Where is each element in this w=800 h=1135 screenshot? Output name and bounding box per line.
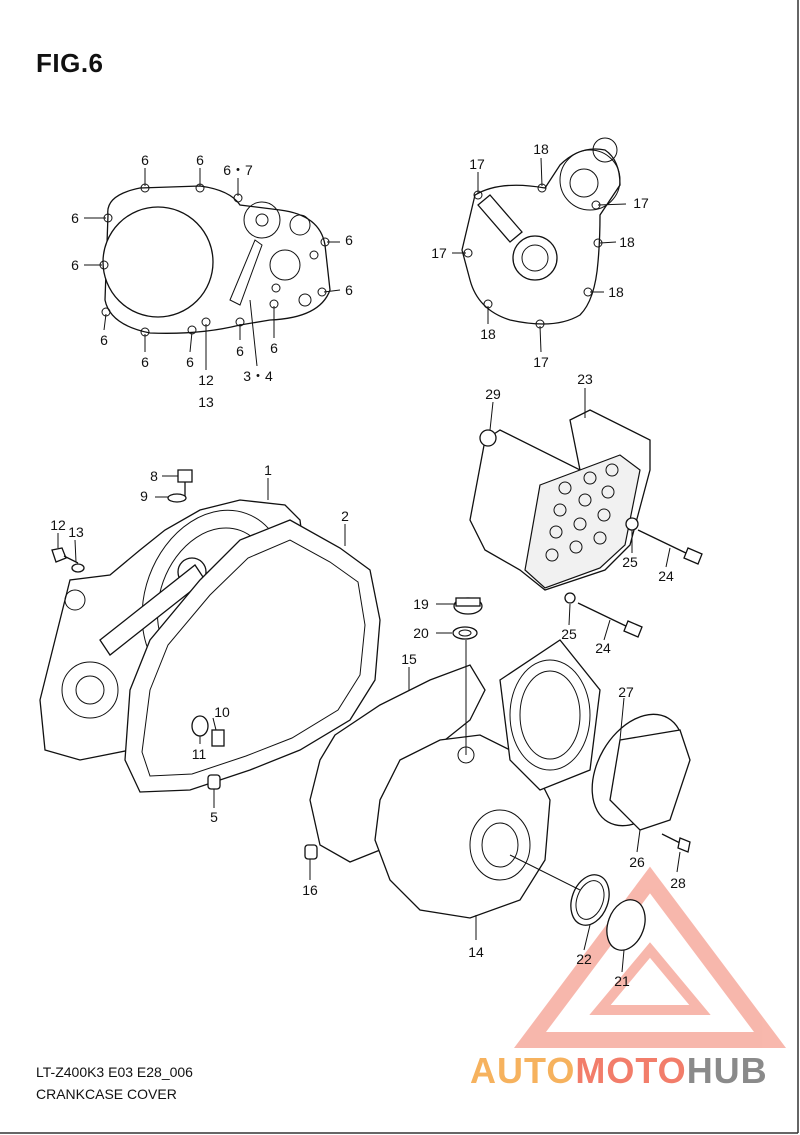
gasket-generator-cover — [461, 137, 621, 329]
callout-6: 6 — [71, 210, 79, 226]
part-group-name: CRANKCASE COVER — [36, 1086, 177, 1102]
callout-18: 18 — [608, 284, 624, 300]
callout-21: 21 — [614, 973, 630, 989]
callout-3-4: 3・4 — [243, 368, 273, 384]
callout-6: 6 — [345, 282, 353, 298]
callout-6: 6 — [345, 232, 353, 248]
watermark-logo — [514, 866, 786, 1048]
model-code: LT-Z400K3 E03 E28_006 — [36, 1064, 193, 1080]
callout-26: 26 — [629, 854, 645, 870]
callout-1: 1 — [264, 462, 272, 478]
bolt-28 — [661, 833, 691, 853]
bolt-8-washer-9 — [167, 469, 193, 503]
callout-6: 6 — [100, 332, 108, 348]
brand-watermark: AUTOMOTOHUB — [470, 1050, 768, 1092]
cover-23 — [469, 409, 651, 604]
callout-18: 18 — [619, 234, 635, 250]
callout-14: 14 — [468, 944, 484, 960]
callout-23: 23 — [577, 371, 593, 387]
leader-lines-top-left — [84, 168, 341, 370]
brand-part-moto: MOTO — [575, 1050, 687, 1091]
generator-cover-14 — [374, 639, 601, 919]
callout-12: 12 — [50, 517, 66, 533]
callout-10: 10 — [214, 704, 230, 720]
callout-18: 18 — [533, 141, 549, 157]
callout-13: 13 — [198, 394, 214, 410]
callout-20: 20 — [413, 625, 429, 641]
callout-6: 6 — [186, 354, 194, 370]
callout-9: 9 — [140, 488, 148, 504]
callout-17: 17 — [633, 195, 649, 211]
figure-title: FIG.6 — [36, 48, 104, 78]
callout-27: 27 — [618, 684, 634, 700]
callout-24: 24 — [595, 640, 611, 656]
leader-lines-right-mid — [489, 388, 671, 641]
callout-17: 17 — [533, 354, 549, 370]
callout-18: 18 — [480, 326, 496, 342]
callout-13: 13 — [68, 524, 84, 540]
callout-24: 24 — [658, 568, 674, 584]
callout-29: 29 — [485, 386, 501, 402]
callout-17: 17 — [469, 156, 485, 172]
cover-26-oring-27 — [591, 713, 691, 831]
callout-5: 5 — [210, 809, 218, 825]
gasket-2 — [124, 519, 381, 793]
bolt-12-washer-13 — [51, 547, 85, 573]
callout-6: 6 — [196, 152, 204, 168]
callout-17: 17 — [431, 245, 447, 261]
bolts-24 — [577, 529, 703, 638]
oring-22-cap-21 — [570, 874, 646, 951]
plug-19-washer-20 — [452, 597, 483, 640]
callout-15: 15 — [401, 651, 417, 667]
callout-2: 2 — [341, 508, 349, 524]
callout-6: 6 — [236, 343, 244, 359]
callout-16: 16 — [302, 882, 318, 898]
callout-8: 8 — [150, 468, 158, 484]
dowel-pins — [191, 715, 318, 860]
callout-labels: 6 6 6・7 6 6 6 6 6 6 6 6 6 12 13 3・4 17 1… — [50, 141, 686, 989]
callout-11: 11 — [192, 746, 207, 762]
callout-25: 25 — [561, 626, 577, 642]
callout-22: 22 — [576, 951, 592, 967]
gasket-clutch-cover — [99, 183, 331, 337]
leader-lines-main — [57, 475, 681, 973]
callout-25: 25 — [622, 554, 638, 570]
callout-6: 6 — [71, 257, 79, 273]
callout-6: 6 — [141, 152, 149, 168]
callout-6: 6 — [270, 340, 278, 356]
callout-6-7: 6・7 — [223, 162, 253, 178]
callout-28: 28 — [670, 875, 686, 891]
brand-part-hub: HUB — [686, 1050, 768, 1091]
callout-6: 6 — [141, 354, 149, 370]
brand-part-auto: AUTO — [470, 1050, 576, 1091]
leader-lines-top-right — [452, 157, 627, 353]
callout-19: 19 — [413, 596, 429, 612]
callout-12: 12 — [198, 372, 214, 388]
